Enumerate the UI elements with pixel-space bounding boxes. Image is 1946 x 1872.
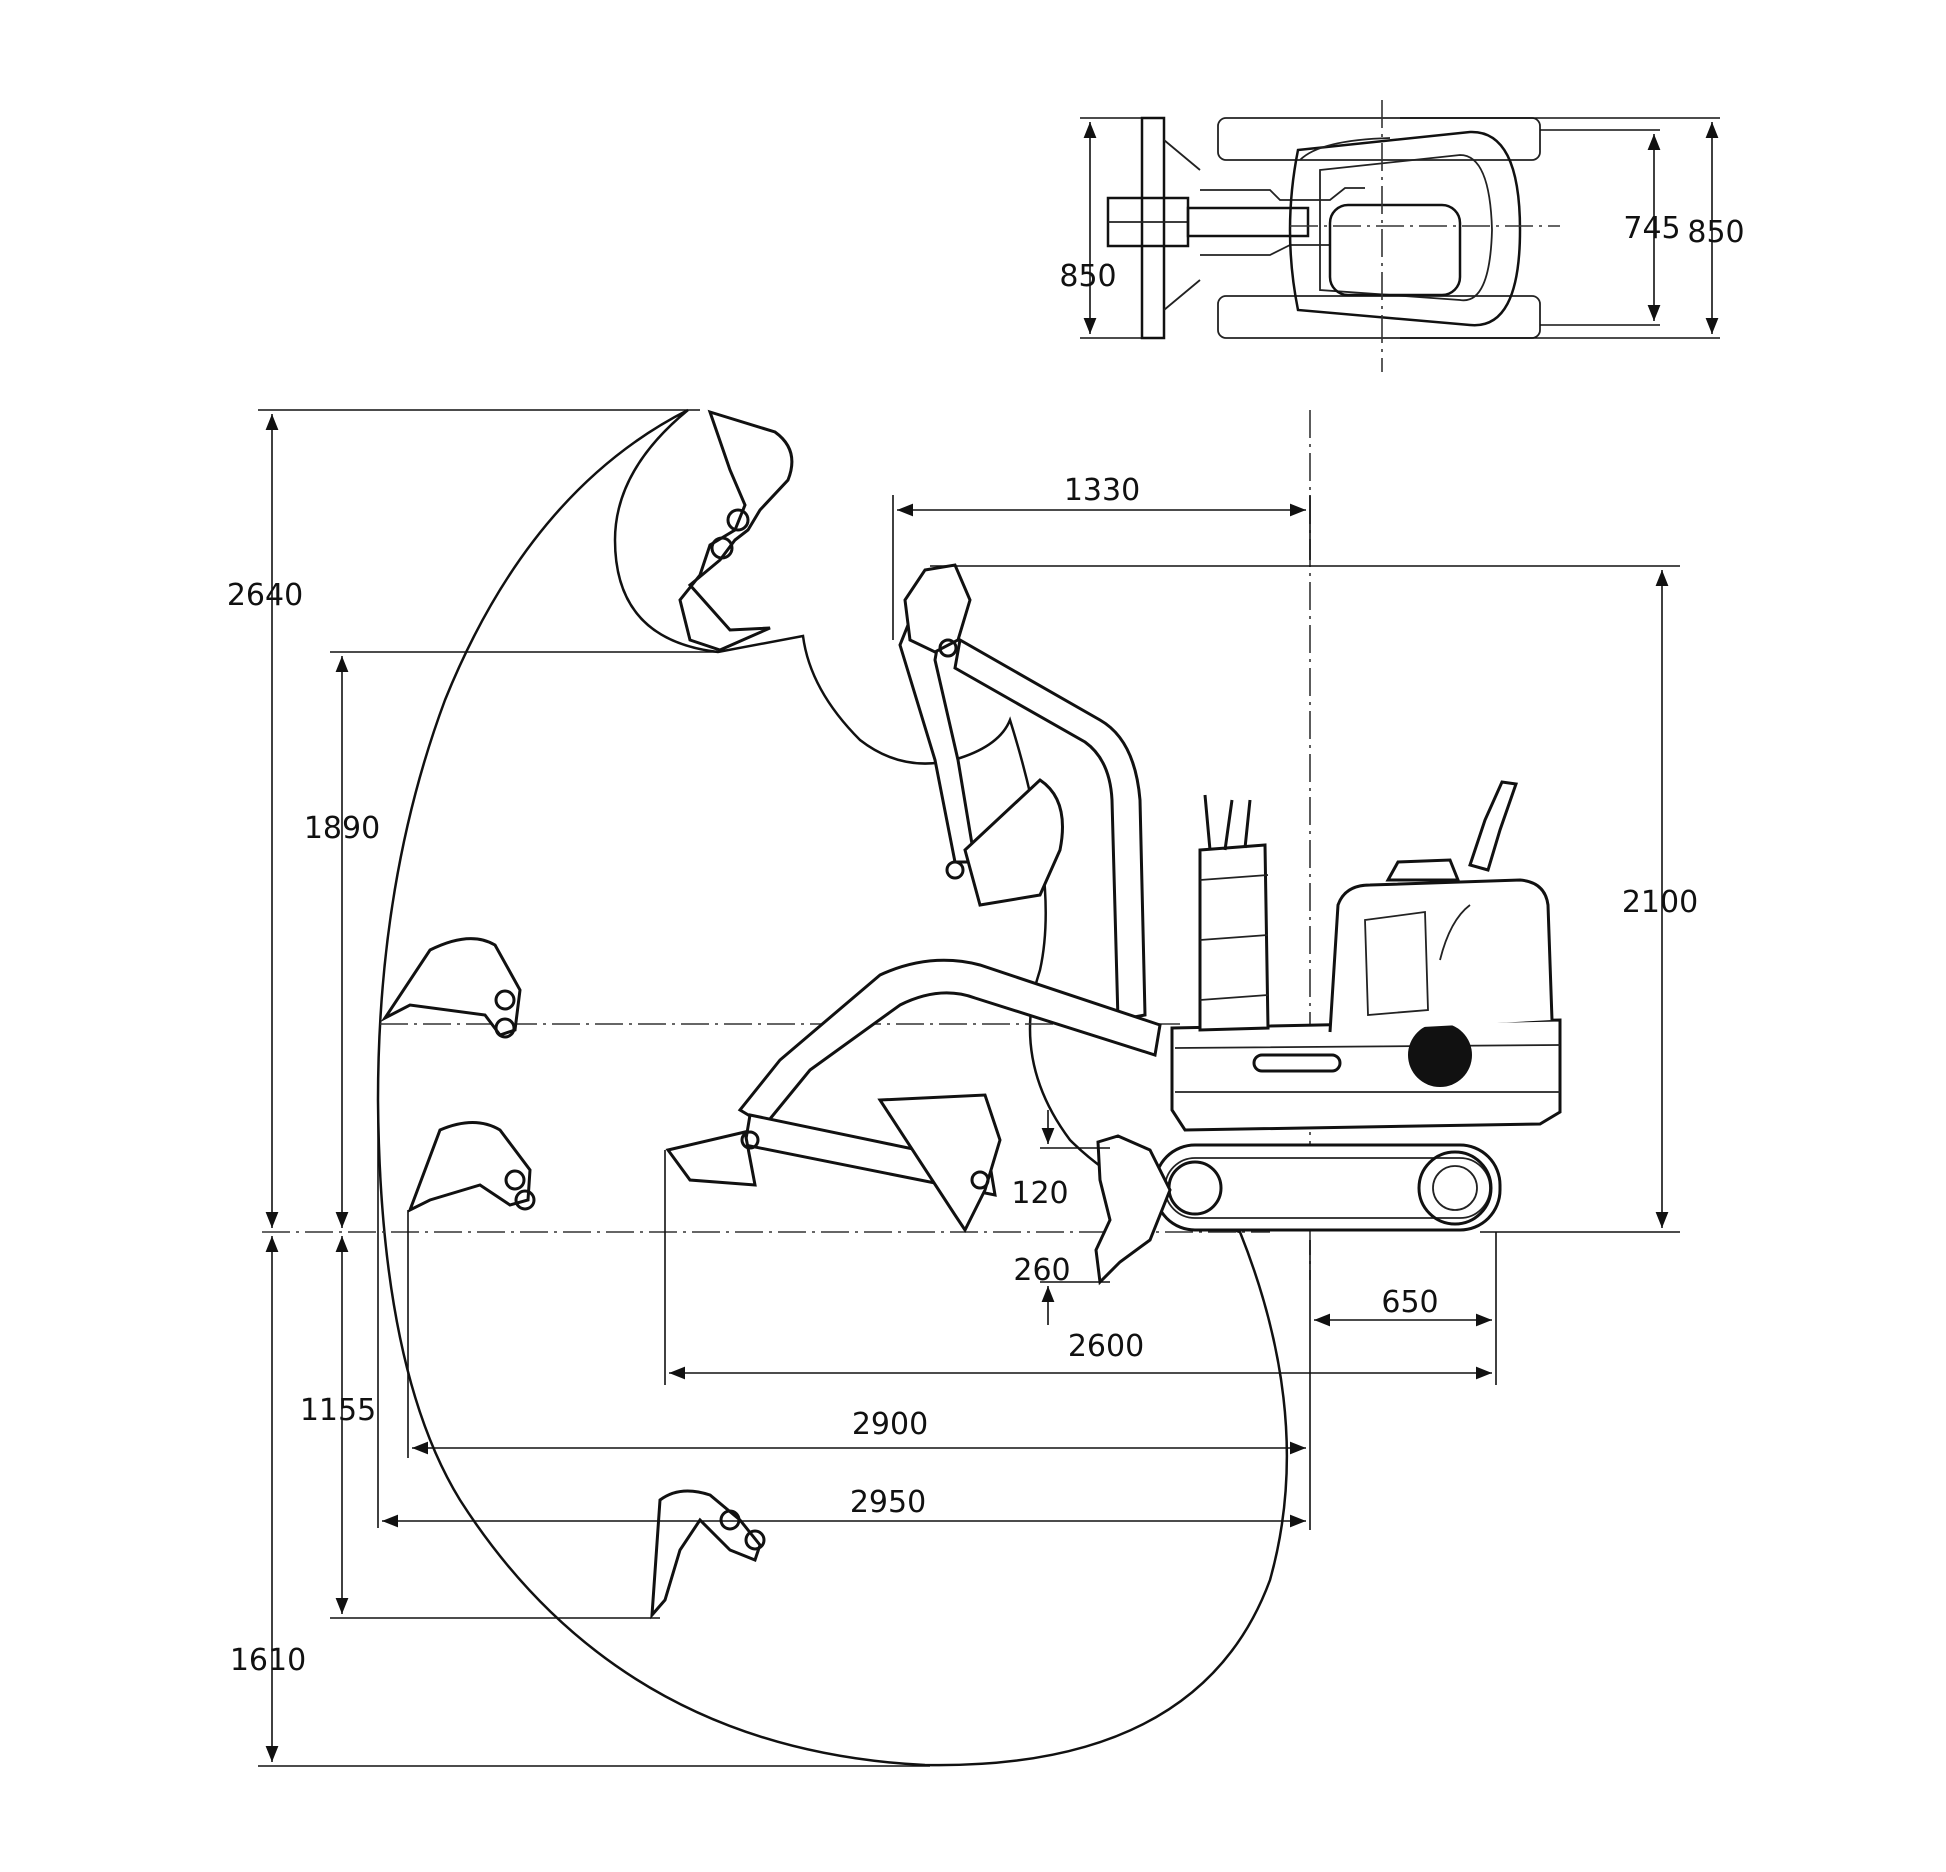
counterweight-badge: [1408, 1023, 1472, 1087]
blade-dimensions: 120 260: [1011, 1110, 1110, 1325]
top-cab: [1288, 130, 1522, 327]
operator-seat: [1385, 858, 1461, 882]
dim-top-width-right: 850: [1687, 215, 1744, 250]
dim-vertical-wall-depth: 1610: [230, 1643, 306, 1678]
side-view: 2640 1890 1155 1610 1330 2100 120 260: [227, 408, 1698, 1767]
dim-reach-at-ground: 2900: [852, 1407, 928, 1442]
upper-structure: [1170, 1018, 1562, 1132]
dim-blade-drop: 260: [1013, 1253, 1070, 1288]
bucket-positions: [380, 409, 794, 1620]
boom-extended: [665, 958, 1162, 1233]
left-dimensions: 2640 1890 1155 1610: [227, 409, 930, 1767]
dim-boom-offset: 1330: [1064, 473, 1140, 508]
bucket-left-upper: [380, 937, 522, 1039]
dim-track-inner: 745: [1623, 211, 1680, 246]
dozer-blade: [1094, 1134, 1172, 1286]
dim-tail-radius: 650: [1381, 1285, 1438, 1320]
boom-raised: [898, 563, 1147, 1022]
top-track-upper: [1217, 117, 1541, 161]
dim-top-width-left: 850: [1059, 259, 1116, 294]
dim-max-reach: 2950: [850, 1485, 926, 1520]
top-view: 850 745 850: [1059, 100, 1745, 372]
dim-transport-height: 2100: [1622, 885, 1698, 920]
boom-offset-dimension: 1330: [892, 473, 1311, 640]
dim-max-digging-height: 2640: [227, 578, 303, 613]
dim-blade-lift: 120: [1011, 1176, 1068, 1211]
transport-height-dimension: 2100: [930, 565, 1698, 1233]
bucket-extended: [665, 1130, 757, 1187]
bucket-curled: [963, 778, 1064, 907]
bucket-top: [678, 409, 794, 652]
seat-back: [1468, 780, 1519, 872]
working-range-envelope: [376, 408, 1289, 1767]
dim-max-digging-depth: 1155: [300, 1393, 376, 1428]
idler-wheel: [1417, 1150, 1493, 1226]
bottom-dimensions: 650 2600 2900 2950: [377, 1100, 1497, 1530]
dim-transport-length: 2600: [1068, 1329, 1144, 1364]
bucket-left-lower: [407, 1121, 536, 1214]
top-blade: [1140, 116, 1166, 340]
top-boom: [1106, 187, 1365, 256]
bucket-bottom: [650, 1489, 766, 1620]
bucket-ground: [877, 1093, 1002, 1233]
bucket-raised-top: [903, 563, 972, 654]
machine-body: [1094, 780, 1562, 1286]
control-levers: [1203, 794, 1252, 851]
dim-max-dump-height: 1890: [304, 811, 380, 846]
